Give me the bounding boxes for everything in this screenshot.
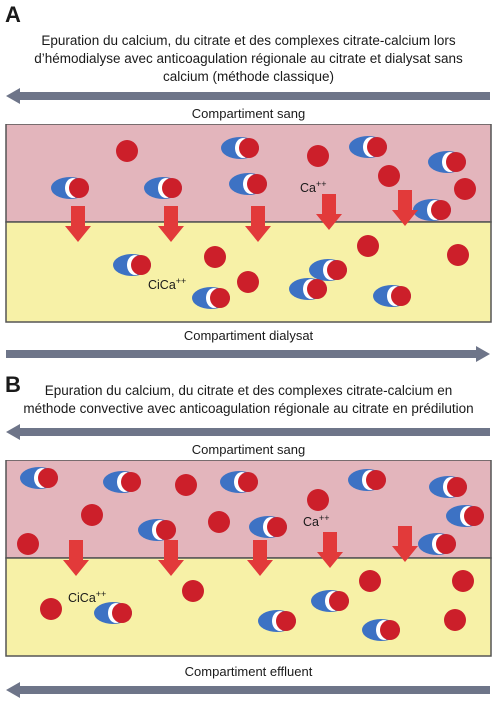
calcium-ion (357, 235, 379, 257)
citrate-calcium-complex (311, 590, 349, 612)
calcium-ion (208, 511, 230, 533)
calcium-ion (40, 598, 62, 620)
panel-a-blood-compartment-label: Compartiment sang (191, 106, 306, 121)
calcium-ion (307, 489, 329, 511)
panel-a-diagram: Ca++ CiCa++ (5, 124, 492, 323)
citrate-calcium-complex (144, 177, 182, 199)
calcium-ion (447, 244, 469, 266)
citrate-calcium-complex (289, 278, 327, 300)
panel-a-title-line: calcium (méthode classique) (162, 69, 335, 84)
panel-b-title: Epuration du calcium, du citrate et des … (2, 382, 495, 418)
panel-a-dialysate-compartment-label: Compartiment dialysat (183, 328, 314, 343)
calcium-ion (444, 609, 466, 631)
panel-b-effluent-flow-arrow (6, 682, 490, 698)
citrate-calcium-complex (221, 137, 259, 159)
citrate-calcium-complex (192, 287, 230, 309)
calcium-ion (307, 145, 329, 167)
panel-b-effluent-compartment (5, 557, 492, 657)
citrate-calcium-complex (20, 467, 58, 489)
citrate-calcium-complex (362, 619, 400, 641)
citrate-calcium-label: CiCa++ (68, 589, 106, 605)
citrate-calcium-complex (258, 610, 296, 632)
panel-a-title: Epuration du calcium, du citrate et des … (4, 32, 493, 86)
right-arrow-icon (6, 346, 490, 362)
citrate-calcium-complex (428, 151, 466, 173)
left-arrow-icon (6, 88, 490, 104)
citrate-calcium-complex (418, 533, 456, 555)
panel-a-title-line: Epuration du calcium, du citrate et des … (41, 33, 456, 48)
citrate-calcium-complex (94, 602, 132, 624)
citrate-calcium-complex (373, 285, 411, 307)
calcium-ion (378, 165, 400, 187)
panel-b-diagram: Ca++ CiCa++ (5, 460, 492, 657)
citrate-calcium-complex (413, 199, 451, 221)
panel-b-title-line: méthode convective avec anticoagulation … (23, 401, 474, 416)
citrate-calcium-complex (446, 505, 484, 527)
calcium-ion (182, 580, 204, 602)
calcium-ion (237, 271, 259, 293)
citrate-calcium-complex (249, 516, 287, 538)
calcium-ion (454, 178, 476, 200)
citrate-calcium-complex (348, 469, 386, 491)
calcium-ion (17, 533, 39, 555)
calcium-ion (359, 570, 381, 592)
citrate-calcium-complex (309, 259, 347, 281)
calcium-ion (175, 474, 197, 496)
citrate-calcium-complex (220, 471, 258, 493)
calcium-ion (116, 140, 138, 162)
calcium-ion (81, 504, 103, 526)
citrate-calcium-complex (229, 173, 267, 195)
panel-b-blood-flow-arrow (6, 424, 490, 440)
panel-a-title-line: d’hémodialyse avec anticoagulation régio… (34, 51, 463, 66)
citrate-calcium-complex (349, 136, 387, 158)
citrate-calcium-complex (103, 471, 141, 493)
calcium-label: Ca++ (300, 179, 327, 195)
panel-b-title-line: Epuration du calcium, du citrate et des … (44, 383, 453, 398)
calcium-ion (204, 246, 226, 268)
citrate-calcium-complex (138, 519, 176, 541)
panel-b-effluent-compartment-label: Compartiment effluent (184, 664, 313, 679)
citrate-calcium-complex (51, 177, 89, 199)
left-arrow-icon (6, 424, 490, 440)
calcium-ion (452, 570, 474, 592)
calcium-label: Ca++ (303, 513, 330, 529)
panel-b-letter: B (5, 372, 21, 397)
panel-a-blood-flow-arrow (6, 88, 490, 104)
left-arrow-icon (6, 682, 490, 698)
citrate-calcium-complex (429, 476, 467, 498)
citrate-calcium-label: CiCa++ (148, 276, 186, 292)
panel-a-letter: A (5, 2, 21, 27)
panel-b-blood-compartment-label: Compartiment sang (191, 442, 306, 457)
panel-a-dialysate-flow-arrow (6, 346, 490, 362)
citrate-calcium-complex (113, 254, 151, 276)
